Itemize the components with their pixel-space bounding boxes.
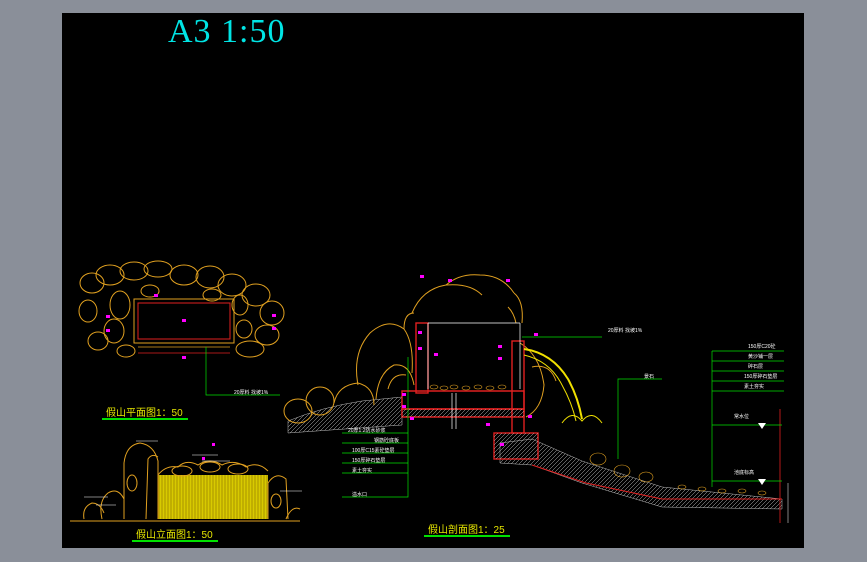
section-waterfall <box>523 348 583 420</box>
layer-note-2: 钢筋砼底板 <box>374 438 400 444</box>
layer-note-1: 20厚1:2防水砂浆 <box>348 428 386 434</box>
plan-view <box>78 260 285 396</box>
plan-leader-line <box>205 347 280 396</box>
plan-note: 20厚料 找坡1% <box>234 390 269 396</box>
section-view-title: 假山剖面图1：25 <box>428 525 505 536</box>
cad-drawing-canvas <box>70 260 789 523</box>
plan-pool-inner <box>137 302 231 340</box>
right-layer-note-1: 150厚C20砼 <box>748 344 776 350</box>
section-top-note: 20厚料 找坡1% <box>608 328 643 334</box>
plan-pool-outline <box>133 298 235 344</box>
plan-view-title-underline <box>102 418 188 420</box>
right-layer-note-2: 黄沙铺一层 <box>748 354 774 360</box>
right-layer-note-4: 150厚碎石垫层 <box>744 374 778 380</box>
cad-viewport[interactable]: A3 1:50 <box>62 13 804 548</box>
plan-view-title: 假山平面图1：50 <box>106 408 183 419</box>
layer-note-4: 150厚碎石垫层 <box>352 458 386 464</box>
plan-dimension-markers <box>106 294 276 359</box>
outlet-note: 溢水口 <box>352 492 368 498</box>
section-leader-lines <box>342 336 784 498</box>
section-dimension-markers <box>402 275 538 446</box>
right-layer-note-3: 碎石层 <box>748 364 764 370</box>
elevation-view-title: 假山立面图1：50 <box>136 530 213 541</box>
water-level-note: 常水位 <box>734 414 750 420</box>
scale-label: A3 1:50 <box>168 13 286 50</box>
bottom-level-note: 池底标高 <box>734 470 755 476</box>
plan-rock-outline <box>78 260 285 358</box>
layer-note-3: 100厚C15素砼垫层 <box>352 448 395 454</box>
right-layer-note-5: 素土夯实 <box>744 384 765 390</box>
elevation-view-title-underline <box>132 540 218 542</box>
right-label-note: 景石 <box>644 374 655 380</box>
elevation-view <box>70 440 302 522</box>
section-view-title-underline <box>424 535 510 537</box>
section-rock-outline <box>283 274 557 424</box>
layer-note-5: 素土夯实 <box>352 468 373 474</box>
section-view <box>283 274 789 523</box>
elevation-level-markers <box>84 440 302 506</box>
